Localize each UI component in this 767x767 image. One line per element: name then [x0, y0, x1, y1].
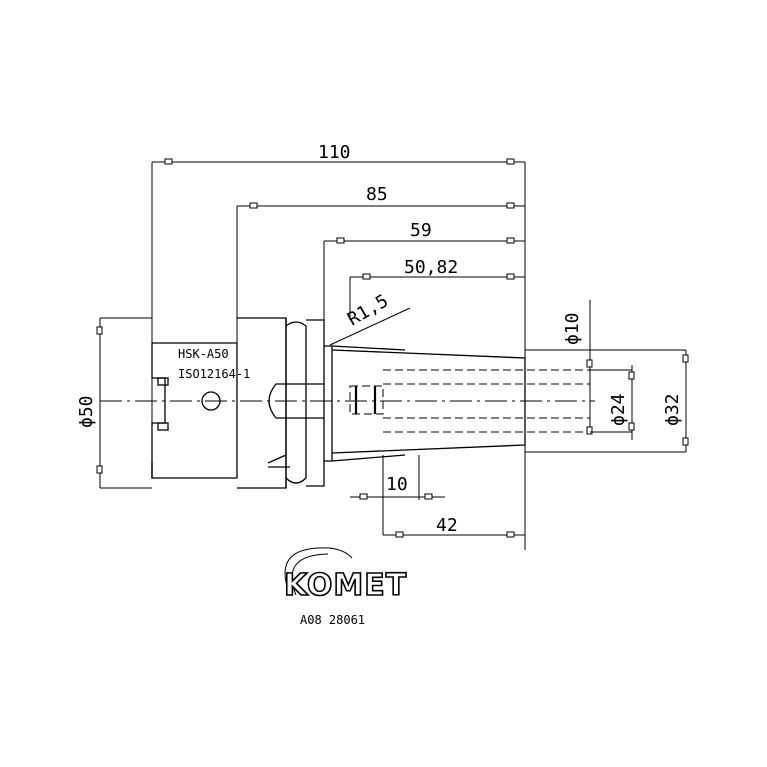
dim-text-110: 110 — [318, 142, 351, 163]
dimension-42 — [383, 531, 525, 538]
standard-label: ISO12164-1 — [178, 367, 250, 381]
komet-logo: KOMET — [283, 547, 407, 604]
dim-text-50-82: 50,82 — [404, 257, 458, 278]
dim-text-59: 59 — [410, 220, 432, 241]
dimension-phi10 — [586, 300, 593, 435]
shank-type-label: HSK-A50 — [178, 347, 229, 361]
dimension-50-82 — [349, 273, 525, 320]
dimension-phi24 — [590, 365, 635, 440]
dimension-phi32 — [525, 349, 689, 453]
flange — [237, 317, 325, 489]
dimension-10 — [350, 455, 445, 535]
brand-logo-text: KOMET — [284, 568, 407, 603]
dim-text-42: 42 — [436, 515, 458, 536]
part-number: A08 28061 — [300, 613, 365, 627]
dimension-110 — [151, 158, 526, 550]
dim-text-85: 85 — [366, 184, 388, 205]
bore — [349, 369, 590, 433]
dim-text-phi32: ϕ32 — [662, 393, 683, 426]
dim-text-10: 10 — [386, 474, 408, 495]
dimension-phi50 — [96, 317, 152, 489]
dimension-85 — [236, 202, 525, 343]
dim-text-phi24: ϕ24 — [608, 393, 629, 426]
dim-text-phi50: ϕ50 — [76, 395, 97, 428]
dim-text-phi10: ϕ10 — [562, 312, 583, 345]
radius-leader — [329, 307, 411, 346]
hsk-shank — [151, 342, 238, 479]
dimension-59 — [323, 237, 525, 320]
collet-nose — [324, 345, 526, 462]
dim-text-radius: R1,5 — [344, 290, 392, 330]
